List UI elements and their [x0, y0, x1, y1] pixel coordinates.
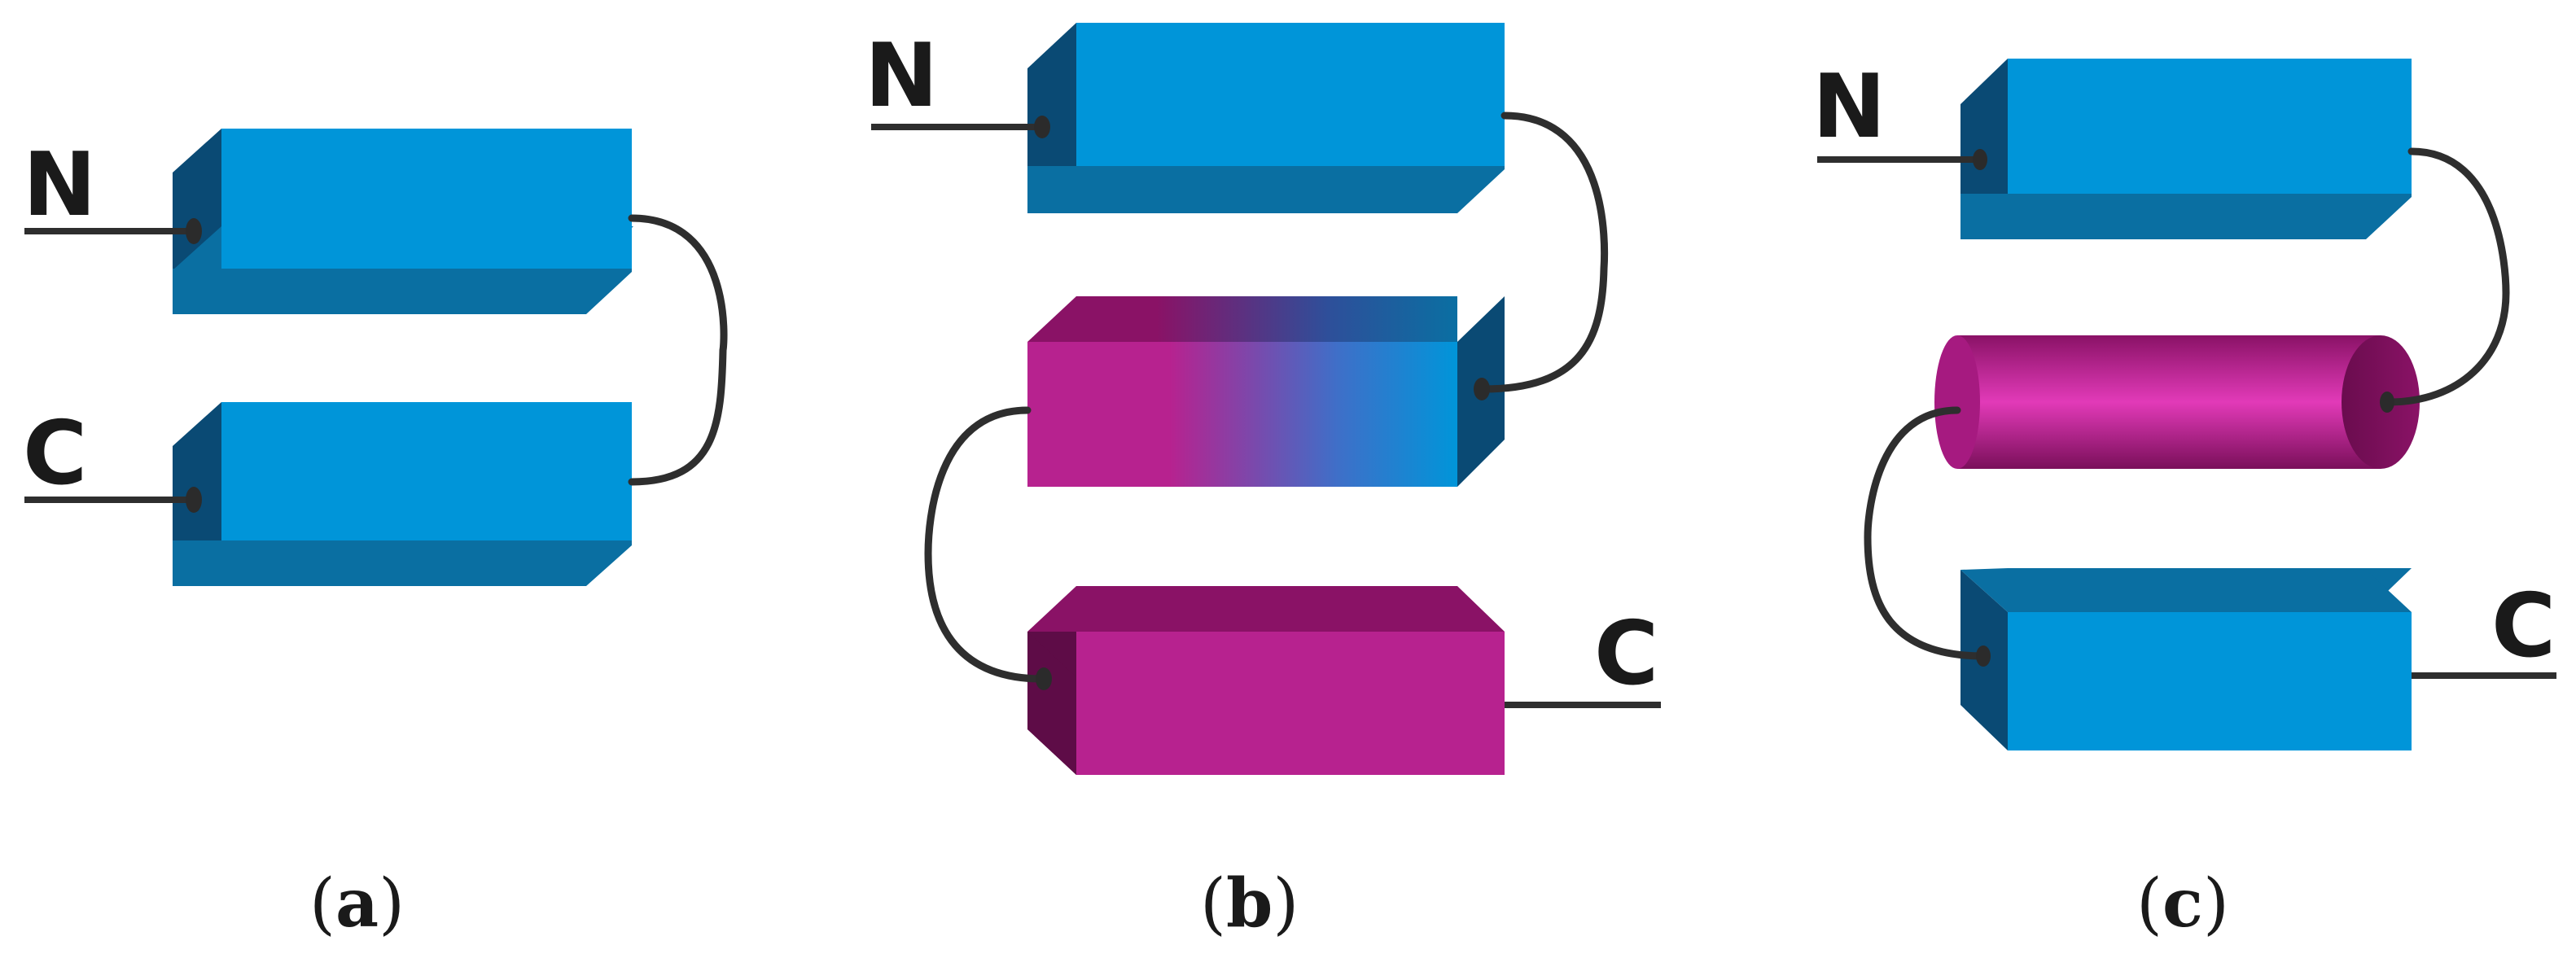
panel-a-lower-blue-box	[173, 402, 632, 586]
panel-a-n-anchor-dot	[186, 218, 202, 244]
panel-c-n-anchor-dot	[1973, 149, 1987, 170]
panel-b: N C (b)	[865, 23, 1661, 943]
panel-a-loop-connector	[628, 214, 728, 486]
panel-a: N C (a)	[23, 129, 728, 943]
panel-b-top-blue-box	[1027, 23, 1505, 213]
panel-b-middle-gradient-box	[1027, 296, 1505, 487]
panel-c-n-label: N	[1812, 56, 1886, 158]
panel-a-c-label: C	[23, 403, 87, 505]
panel-c-upper-loop-connector	[2385, 147, 2510, 406]
panel-b-n-label: N	[865, 25, 938, 127]
panel-b-bottom-anchor-dot	[1036, 667, 1052, 690]
panel-b-lower-loop-connector	[924, 406, 1046, 683]
panel-a-n-label: N	[23, 134, 96, 236]
panel-b-bottom-magenta-box	[1027, 586, 1505, 775]
panel-c-magenta-cylinder	[1934, 335, 2420, 469]
panel-a-upper-box-front	[221, 129, 632, 267]
panel-b-n-anchor-dot	[1034, 116, 1050, 138]
panel-b-c-label: C	[1594, 603, 1658, 705]
panel-c-lower-loop-connector	[1864, 406, 1987, 660]
panel-b-caption: (b)	[1200, 864, 1299, 943]
panel-c-c-label: C	[2491, 575, 2556, 677]
panel-a-caption: (a)	[309, 864, 405, 943]
panel-b-middle-anchor-dot	[1474, 378, 1490, 400]
panel-b-upper-loop-connector	[1479, 112, 1609, 393]
panel-c-cylinder-anchor-dot	[2380, 392, 2394, 413]
panel-c-bottom-anchor-dot	[1976, 645, 1991, 667]
panel-c-caption: (c)	[2136, 864, 2229, 943]
panel-c: N C (c)	[1812, 56, 2556, 943]
panel-a-upper-box-bottom-face	[173, 269, 632, 314]
panel-c-bottom-blue-box	[1960, 568, 2412, 750]
panel-a-c-anchor-dot	[186, 487, 202, 513]
panel-c-top-blue-box	[1960, 59, 2412, 239]
